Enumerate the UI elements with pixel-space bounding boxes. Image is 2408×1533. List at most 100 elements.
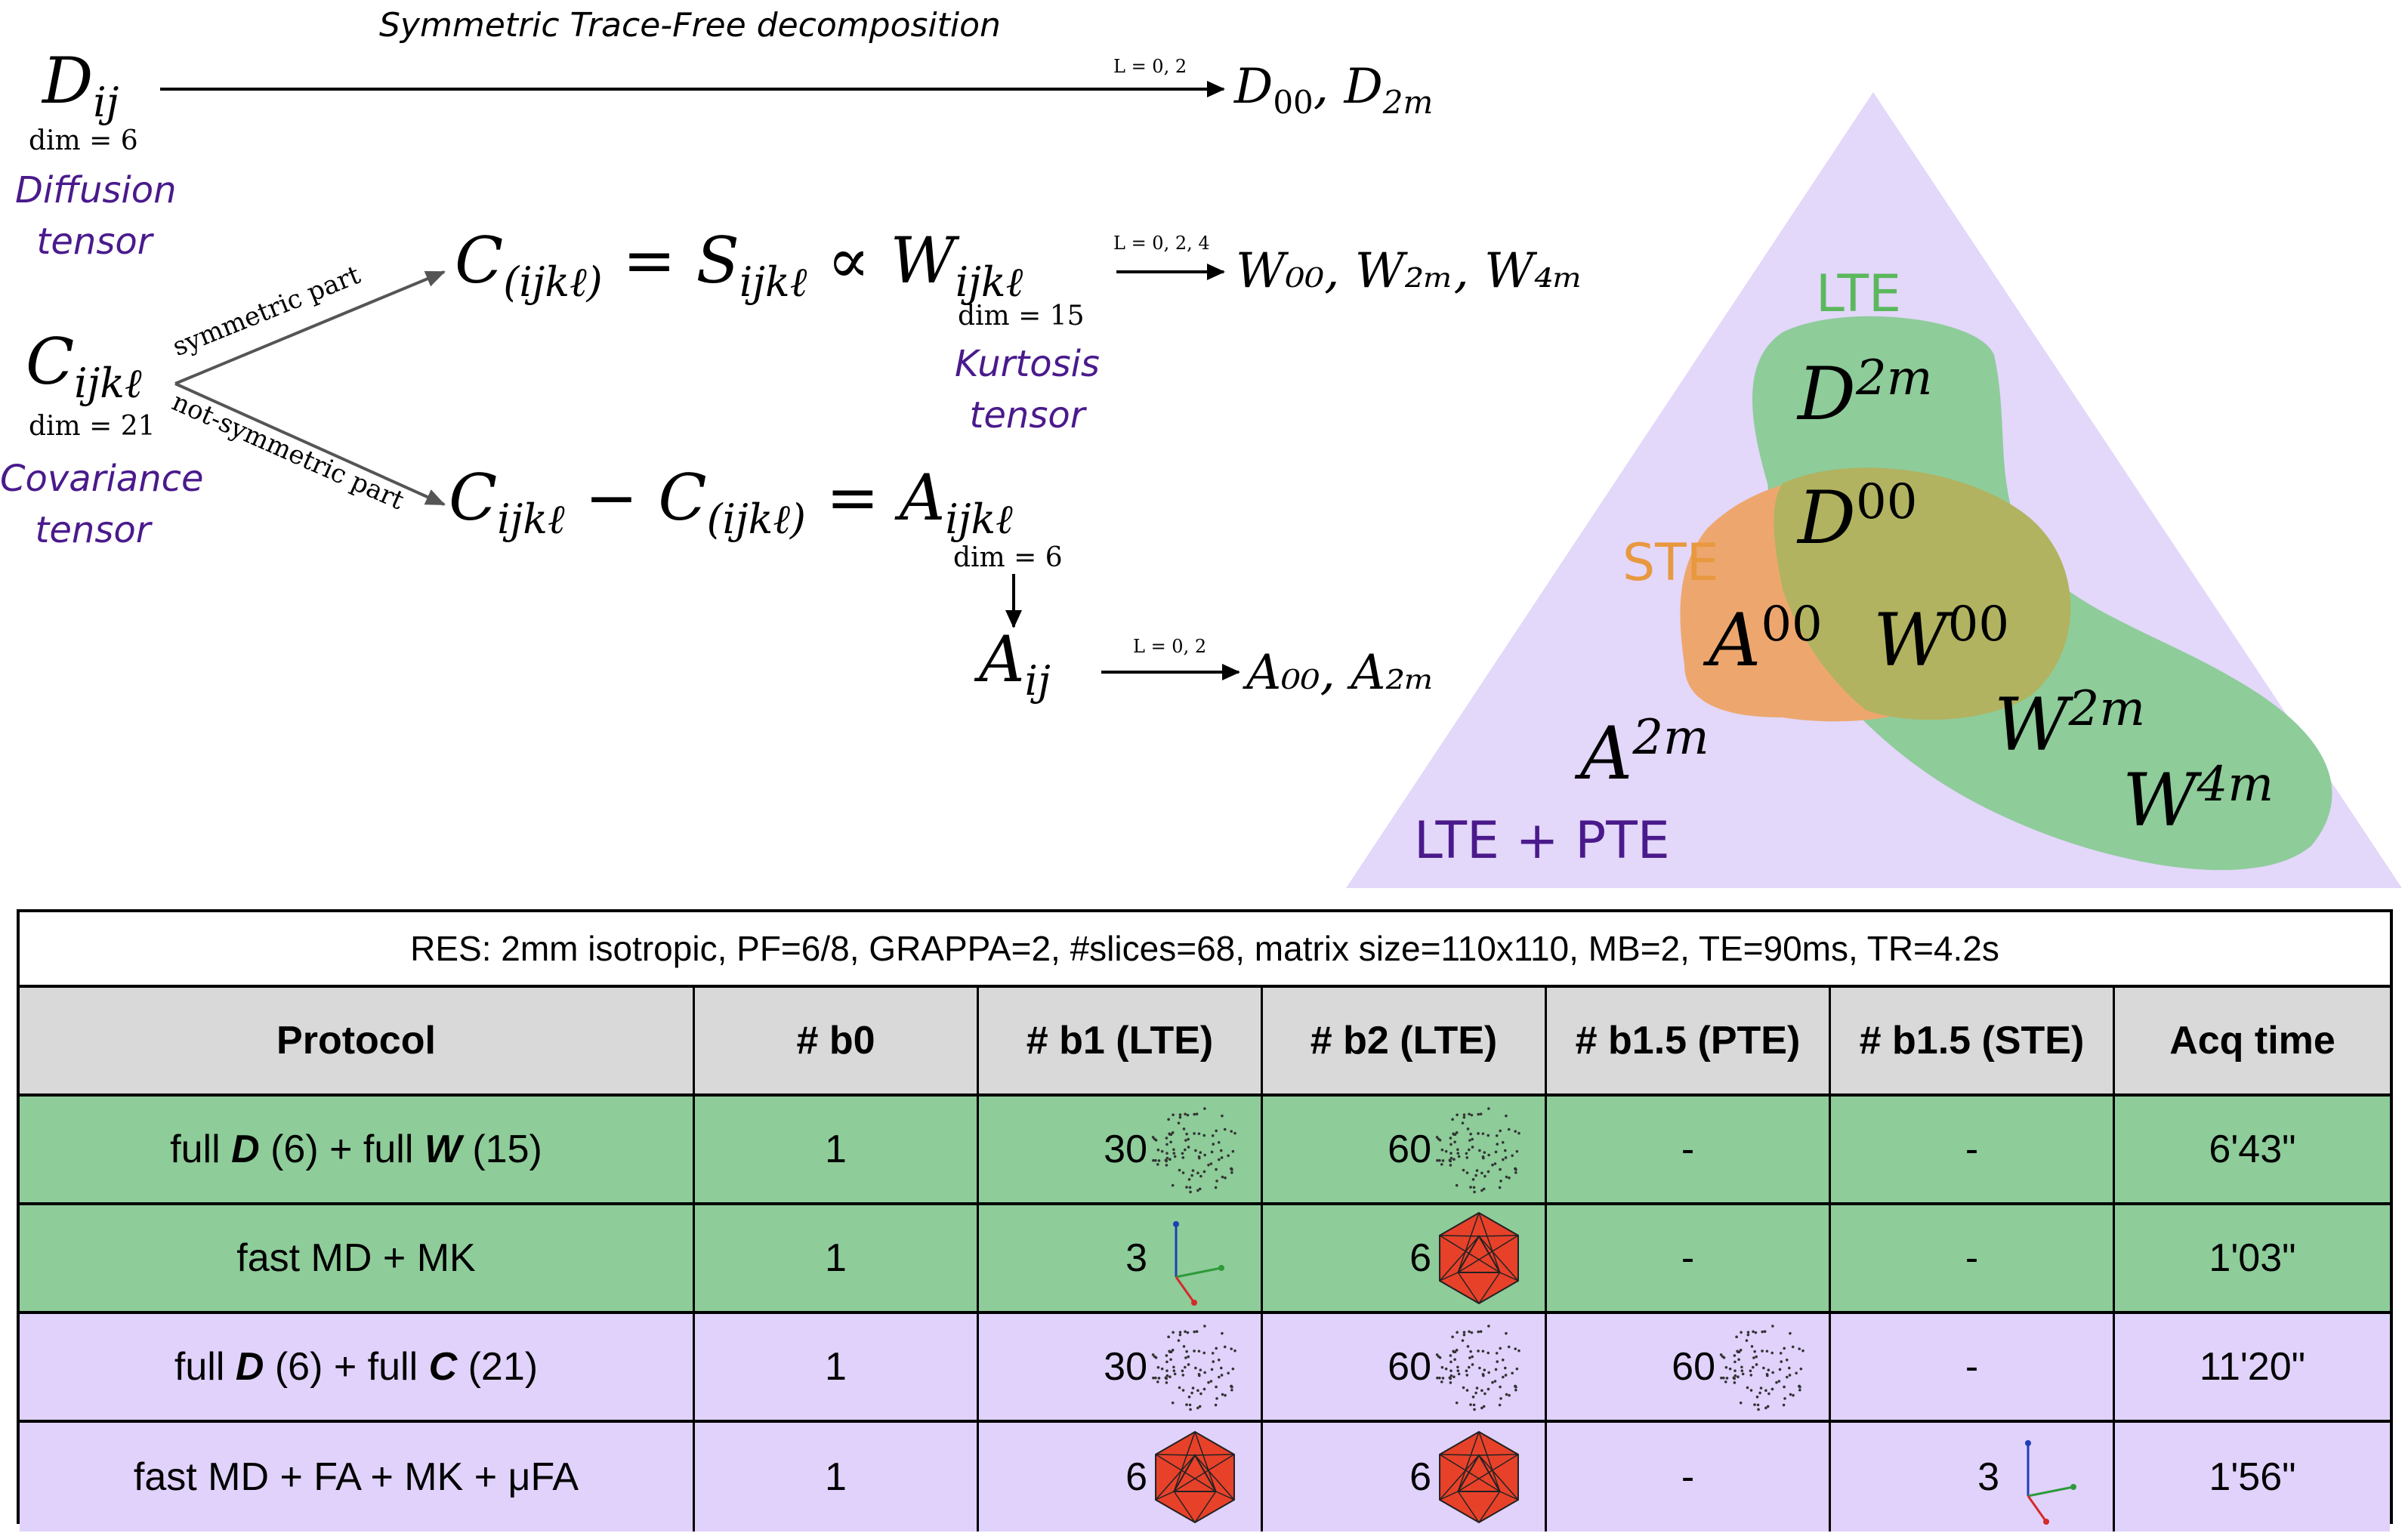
icosahedron-icon xyxy=(1155,1430,1235,1524)
antisymmetric-equation: Cijkℓ − C(ijkℓ) = Aijkℓ xyxy=(449,461,1013,543)
b2-cell: 6 xyxy=(1263,1423,1547,1531)
table-row: fast MD + MK 1 3 6 - - 1'03" xyxy=(20,1205,2390,1314)
protocol-cell: fast MD + FA + MK + μFA xyxy=(20,1423,695,1531)
b2-cell: 60 xyxy=(1263,1097,1547,1202)
dots-sphere-icon xyxy=(1151,1107,1236,1194)
ste-label: STE xyxy=(1622,533,1719,593)
axes-icon xyxy=(1173,1221,1224,1306)
count-value: - xyxy=(1681,1127,1695,1171)
b0-cell: 1 xyxy=(695,1205,979,1311)
dots-sphere-icon xyxy=(1435,1107,1520,1194)
protocol-text: (6) + full xyxy=(259,1127,424,1171)
d2m-term: D2m xyxy=(1798,350,1933,436)
b1-cell: 30 xyxy=(979,1314,1263,1420)
b1-cell: 6 xyxy=(979,1423,1263,1531)
icosahedron-icon xyxy=(1439,1430,1519,1524)
axes-icon xyxy=(2025,1440,2076,1525)
diagram-title: Symmetric Trace-Free decomposition xyxy=(379,6,1001,45)
nonsymmetric-part-arrow xyxy=(174,382,446,506)
protocol-text: C xyxy=(428,1345,458,1389)
col-header-protocol: Protocol xyxy=(20,988,695,1093)
a00-term: A00 xyxy=(1709,597,1823,683)
col-header-b0: # b0 xyxy=(695,988,979,1093)
count-value: - xyxy=(1965,1345,1979,1389)
overlap-region xyxy=(1774,467,2071,720)
col-header-acq-time: Acq time xyxy=(2115,988,2390,1093)
pte-cell: - xyxy=(1547,1205,1831,1311)
count-value: - xyxy=(1965,1236,1979,1280)
b0-cell: 1 xyxy=(695,1097,979,1202)
decomposition-diagram xyxy=(160,81,2402,888)
lte-label: LTE xyxy=(1816,264,1902,324)
protocol-text: D xyxy=(231,1127,260,1171)
dots-sphere-icon xyxy=(1719,1325,1804,1411)
icosahedron-icon xyxy=(1439,1211,1519,1305)
b0-cell: 1 xyxy=(695,1423,979,1531)
resolution-note: RES: 2mm isotropic, PF=6/8, GRAPPA=2, #s… xyxy=(20,912,2390,988)
count-value: - xyxy=(1681,1455,1695,1499)
protocol-text: W xyxy=(424,1127,462,1171)
covariance-tensor-symbol: Cijkℓ xyxy=(26,325,142,407)
b0-cell: 1 xyxy=(695,1314,979,1420)
d00-term: D00 xyxy=(1798,474,1918,560)
col-header-b1-lte: # b1 (LTE) xyxy=(979,988,1263,1093)
table-row: fast MD + FA + MK + μFA 1 6 6 - 3 1'56" xyxy=(20,1423,2390,1531)
a2m-term: A2m xyxy=(1580,710,1709,796)
diffusion-result: D00, D2m xyxy=(1234,59,1434,121)
symmetric-equation: C(ijkℓ) = Sijkℓ ∝ Wijkℓ xyxy=(455,224,1023,306)
protocol-text: (21) xyxy=(457,1345,539,1389)
count-value: 60 xyxy=(1672,1345,1715,1389)
diffusion-arrow-label: L = 0, 2 xyxy=(1113,56,1187,77)
kurtosis-result: W₀₀, W₂ₘ, W₄ₘ xyxy=(1236,243,1583,299)
pte-label: LTE + PTE xyxy=(1414,811,1670,871)
protocol-cell: full D (6) + full C (21) xyxy=(20,1314,695,1420)
ste-cell: - xyxy=(1831,1314,2115,1420)
count-value: 60 xyxy=(1388,1127,1431,1171)
b1-cell: 30 xyxy=(979,1097,1263,1202)
protocol-text: fast MD + MK xyxy=(236,1236,476,1280)
count-value: - xyxy=(1681,1236,1695,1280)
protocol-cell: fast MD + MK xyxy=(20,1205,695,1311)
count-value: 6 xyxy=(1125,1455,1147,1499)
protocol-text: fast MD + FA + MK + μFA xyxy=(133,1455,579,1499)
pte-cell: 60 xyxy=(1547,1314,1831,1420)
reduced-antisymmetric-tensor: Aij xyxy=(979,622,1051,705)
b1-cell: 3 xyxy=(979,1205,1263,1311)
acq-time-cell: 1'56" xyxy=(2209,1455,2296,1499)
w00-term: W00 xyxy=(1873,597,2010,683)
protocol-text: full xyxy=(174,1345,236,1389)
ste-cell: - xyxy=(1831,1097,2115,1202)
pte-cell: - xyxy=(1547,1423,1831,1531)
protocol-text: D xyxy=(235,1345,264,1389)
count-value: 3 xyxy=(1125,1236,1147,1280)
table-header-row: Protocol # b0 # b1 (LTE) # b2 (LTE) # b1… xyxy=(20,988,2390,1097)
dots-sphere-icon xyxy=(1435,1325,1520,1411)
protocol-cell: full D (6) + full W (15) xyxy=(20,1097,695,1202)
antisymmetric-dim: dim = 6 xyxy=(953,542,1063,573)
col-header-b2-lte: # b2 (LTE) xyxy=(1263,988,1547,1093)
protocol-text: (15) xyxy=(461,1127,542,1171)
count-value: 6 xyxy=(1409,1236,1431,1280)
col-header-b15-pte: # b1.5 (PTE) xyxy=(1547,988,1831,1093)
diffusion-dim: dim = 6 xyxy=(29,125,138,156)
kurtosis-dim: dim = 15 xyxy=(958,301,1085,332)
count-value: - xyxy=(1965,1127,1979,1171)
diffusion-tensor-symbol: Dij xyxy=(42,44,119,126)
acq-time-cell: 1'03" xyxy=(2209,1236,2296,1280)
ste-cell: 3 xyxy=(1831,1423,2115,1531)
symmetric-part-arrow xyxy=(174,270,446,385)
acq-time-cell: 6'43" xyxy=(2209,1127,2296,1171)
col-header-b15-ste: # b1.5 (STE) xyxy=(1831,988,2115,1093)
protocol-text: (6) + full xyxy=(264,1345,429,1389)
antisymmetric-result: A₀₀, A₂ₘ xyxy=(1246,645,1435,701)
w2m-term: W2m xyxy=(1994,681,2146,767)
b2-cell: 6 xyxy=(1263,1205,1547,1311)
kurtosis-arrow-label: L = 0, 2, 4 xyxy=(1113,233,1210,254)
covariance-dim: dim = 21 xyxy=(29,411,156,442)
count-value: 3 xyxy=(1977,1455,1999,1499)
count-value: 60 xyxy=(1388,1345,1431,1389)
